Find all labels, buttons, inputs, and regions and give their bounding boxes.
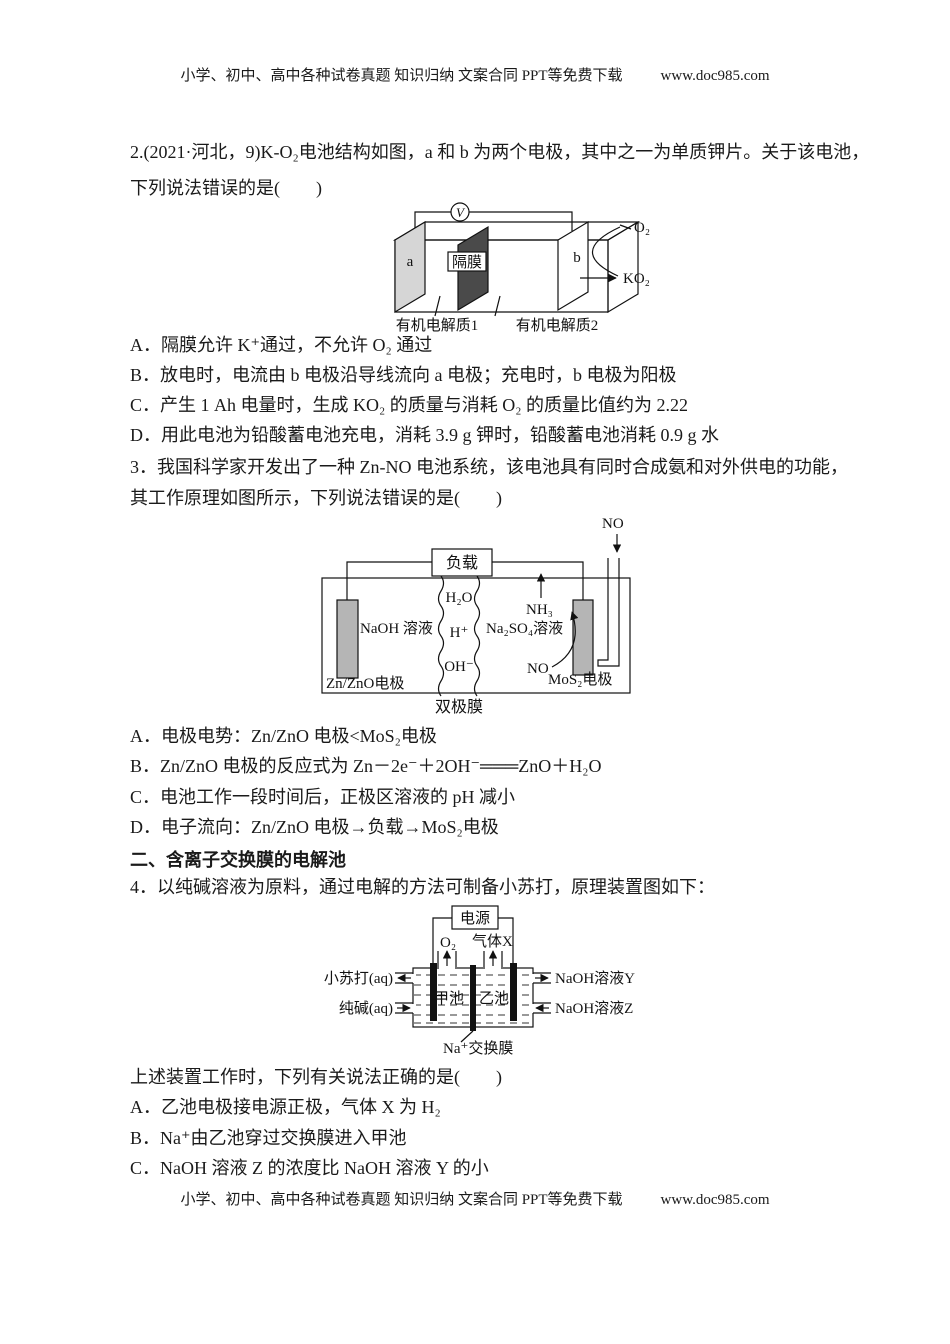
mos2-electrode-label: MoS₂电极 xyxy=(548,671,612,688)
electrode-a-plate xyxy=(394,220,426,314)
q3-stem-line1: 3．我国科学家开发出了一种 Zn-NO 电池系统，该电池具有同时合成氨和对外供电… xyxy=(130,457,848,477)
cathode-bar xyxy=(510,963,517,1021)
footer-url: www.doc985.com xyxy=(660,1192,770,1208)
naoh-solution-label: NaOH 溶液 xyxy=(360,620,433,637)
q2-stem-line2: 下列说法错误的是( ) xyxy=(130,178,322,198)
o2-label: O₂ xyxy=(634,220,650,236)
h-plus-label: H⁺ xyxy=(450,625,469,641)
chunjian-label: 纯碱(aq) xyxy=(339,1000,393,1017)
bipolar-membrane-right xyxy=(473,575,481,697)
no-inlet-label: NO xyxy=(602,516,624,532)
zn-zno-electrode xyxy=(336,599,359,679)
gasx-outlet-walls xyxy=(483,951,503,967)
no-gas-label: NO xyxy=(527,661,549,677)
anode-bar xyxy=(430,963,437,1021)
q4-option-b: B．Na⁺由乙池穿过交换膜进入甲池 xyxy=(130,1128,407,1148)
q2-option-b: B．放电时，电流由 b 电极沿导线流向 a 电极；充电时，b 电极为阳极 xyxy=(130,365,677,385)
zn-no-battery-diagram: NO 负载 NaOH 溶液 H₂O H⁺ OH⁻ Na₂SO₄溶液 NH₃ NO… xyxy=(321,516,631,716)
membrane-pointer xyxy=(460,1030,474,1043)
electrolyte2-label: 有机电解质2 xyxy=(516,317,599,334)
oh-minus-label: OH⁻ xyxy=(444,659,474,675)
right-top-pipe xyxy=(533,972,551,984)
q3-option-d: D．电子流向：Zn/ZnO 电极→负载→MoS₂电极 xyxy=(130,817,499,837)
na-exchange-membrane-bar xyxy=(470,965,476,1031)
q3-stem-line2: 其工作原理如图所示，下列说法错误的是( ) xyxy=(130,488,502,508)
right-bottom-pipe xyxy=(533,1002,551,1014)
bipolar-membrane-label: 双极膜 xyxy=(435,698,483,716)
membrane-label: 隔膜 xyxy=(452,254,482,271)
section2-heading: 二、含离子交换膜的电解池 xyxy=(130,850,346,870)
cell-right-label: 乙池 xyxy=(479,990,509,1007)
electrode-a-label: a xyxy=(407,254,414,270)
electrode-b-label: b xyxy=(573,250,581,266)
header-text: 小学、初中、高中各种试卷真题 知识归纳 文案合同 PPT等免费下载 xyxy=(180,68,623,84)
power-supply-label: 电源 xyxy=(460,910,490,927)
page-header: 小学、初中、高中各种试卷真题 知识归纳 文案合同 PPT等免费下载 www.doc… xyxy=(0,66,950,86)
q2-stem-line1: 2.(2021·河北，9)K-O₂电池结构如图，a 和 b 为两个电极，其中之一… xyxy=(130,142,870,162)
electrolyte2-pointer xyxy=(494,295,501,317)
naoh-y-label: NaOH溶液Y xyxy=(555,970,635,987)
load-label: 负载 xyxy=(446,554,478,572)
electrolyte1-label: 有机电解质1 xyxy=(396,317,479,334)
zn-electrode-label: Zn/ZnO电极 xyxy=(326,675,404,692)
q2-option-d: D．用此电池为铅酸蓄电池充电，消耗 3.9 g 钾时，铅酸蓄电池消耗 0.9 g… xyxy=(130,425,719,445)
q4-stem-line1: 4．以纯碱溶液为原料，通过电解的方法可制备小苏打，原理装置图如下： xyxy=(130,877,715,897)
electrode-b-plate xyxy=(557,220,589,312)
no-inlet-tube xyxy=(597,558,620,667)
q3-option-b: B．Zn/ZnO 电极的反应式为 Zn－2e⁻＋2OH⁻═══ZnO＋H₂O xyxy=(130,756,602,776)
wire-right xyxy=(469,211,573,231)
na2so4-solution-label: Na₂SO₄溶液 xyxy=(486,620,563,637)
q4-option-c: C．NaOH 溶液 Z 的浓度比 NaOH 溶液 Y 的小 xyxy=(130,1158,489,1178)
naoh-z-label: NaOH溶液Z xyxy=(555,1000,633,1017)
q2-option-a: A．隔膜允许 K⁺通过，不允许 O₂ 通过 xyxy=(130,335,433,355)
voltmeter-icon xyxy=(450,202,470,222)
wire-left xyxy=(346,561,432,600)
footer-text: 小学、初中、高中各种试卷真题 知识归纳 文案合同 PPT等免费下载 xyxy=(180,1192,623,1208)
gasx-label: 气体X xyxy=(472,933,513,950)
o2-arc xyxy=(591,226,621,277)
electrolysis-diagram: 电源 O₂ 气体X 甲池 乙池 小苏打(aq) 纯碱(aq) xyxy=(324,905,635,1057)
wire-left xyxy=(432,917,452,963)
mos2-electrode xyxy=(572,599,594,676)
q3-option-c: C．电池工作一段时间后，正极区溶液的 pH 减小 xyxy=(130,787,516,807)
voltmeter-label: V xyxy=(456,205,466,220)
q3-option-a: A．电极电势：Zn/ZnO 电极<MoS₂电极 xyxy=(130,726,437,746)
no-to-electrode-arrow xyxy=(551,611,579,668)
membrane-label-box xyxy=(447,251,487,272)
page-footer: 小学、初中、高中各种试卷真题 知识归纳 文案合同 PPT等免费下载 www.doc… xyxy=(0,1190,950,1210)
xiaosuda-label: 小苏打(aq) xyxy=(324,970,393,987)
na-exchange-membrane-label: Na⁺交换膜 xyxy=(443,1039,513,1057)
cell-container xyxy=(321,577,631,694)
left-top-pipe xyxy=(395,972,413,984)
o2-line xyxy=(619,224,632,230)
q4-option-a: A．乙池电极接电源正极，气体 X 为 H₂ xyxy=(130,1097,441,1117)
left-bottom-pipe xyxy=(395,1002,413,1014)
nh3-label: NH₃ xyxy=(526,602,553,618)
wire-right xyxy=(498,917,514,963)
electrolyte1-pointer xyxy=(434,295,441,317)
q4-stem-line2: 上述装置工作时，下列有关说法正确的是( ) xyxy=(130,1067,502,1087)
ko2-label: KO₂ xyxy=(623,271,650,287)
wire-right xyxy=(492,561,584,600)
cell-left-label: 甲池 xyxy=(434,990,464,1007)
header-url: www.doc985.com xyxy=(660,68,770,84)
bipolar-membrane-left xyxy=(437,575,445,697)
q2-option-c: C．产生 1 Ah 电量时，生成 KO₂ 的质量与消耗 O₂ 的质量比值约为 2… xyxy=(130,395,689,415)
wire-left xyxy=(414,211,451,229)
o2-outlet-walls xyxy=(437,951,457,967)
k-o2-battery-diagram: V a 隔膜 b O₂ KO₂ 有机电解质1 有机电解质2 xyxy=(392,202,650,334)
o2-label: O₂ xyxy=(440,935,456,951)
h2o-label: H₂O xyxy=(446,590,473,606)
